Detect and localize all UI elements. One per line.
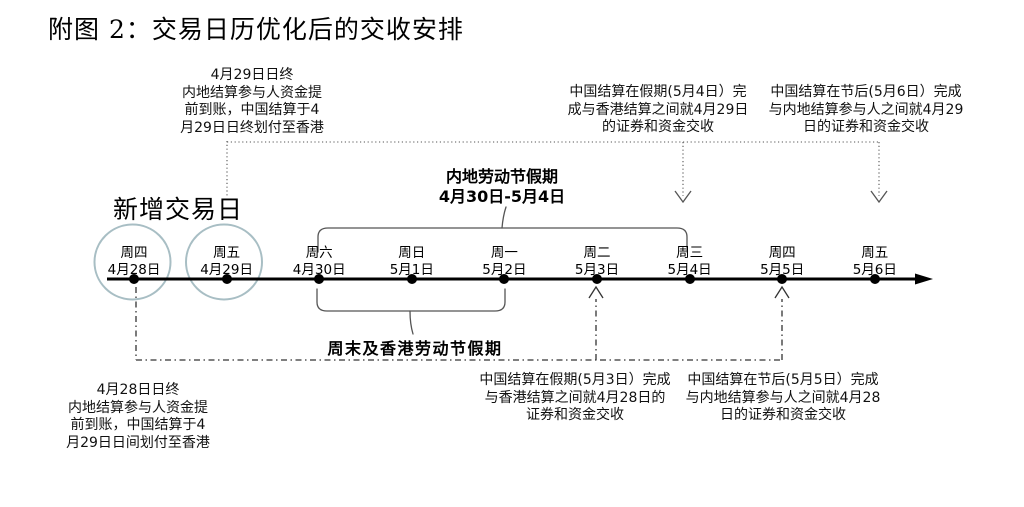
tick-dot-8 xyxy=(869,274,880,284)
tick-label-1: 周五 4月29日 xyxy=(200,245,253,278)
bracket-weekend-holiday xyxy=(316,288,506,312)
tick-dot-0 xyxy=(129,274,139,284)
tick-dot-7 xyxy=(777,274,788,284)
tick-label-5: 周二 5月3日 xyxy=(574,245,620,278)
dashdot-connectors xyxy=(135,287,783,361)
new-trading-day-label: 新增交易日 xyxy=(113,195,244,224)
highlight-circle-apr28 xyxy=(93,223,172,301)
annotation-apr28-endofday: 4月28日日终 内地结算参与人资金提 前到账，中国结算于4 月29日日间划付至香… xyxy=(66,382,210,451)
up-arrowheads xyxy=(588,285,790,299)
annotation-apr29-endofday: 4月29日日终 内地结算参与人资金提 前到账，中国结算于4 月29日日终划付至香… xyxy=(180,67,324,136)
tick-dot-1 xyxy=(221,274,232,284)
tick-dot-4 xyxy=(499,274,510,284)
tick-dot-3 xyxy=(406,274,417,284)
bracket-mainland-tick xyxy=(501,206,507,229)
arrowhead-down-may6 xyxy=(870,190,888,204)
weekend-hk-holiday-label: 周末及香港劳动节假期 xyxy=(327,339,503,358)
mainland-holiday-label: 内地劳动节假期 4月30日-5月4日 xyxy=(438,167,566,206)
tick-label-0: 周四 4月28日 xyxy=(107,245,161,278)
arrowhead-up-may5 xyxy=(774,285,790,299)
tick-dot-6 xyxy=(684,274,695,284)
figure-title: 附图 2：交易日历优化后的交收安排 xyxy=(48,15,464,44)
tick-label-8: 周五 5月6日 xyxy=(852,245,897,278)
annotation-holiday-may4: 中国结算在假期(5月4日）完 成与香港结算之间就4月29日 的证券和资金交收 xyxy=(567,84,749,135)
annotation-after-holiday-may5: 中国结算在节后(5月5日）完成 与内地结算参与人之间就4月28 日的证券和资金交… xyxy=(685,372,881,423)
tick-label-2: 周六 4月30日 xyxy=(292,245,346,278)
bracket-weekend-tick xyxy=(409,310,414,335)
highlight-circle-apr29 xyxy=(185,223,263,301)
tick-label-4: 周一 5月2日 xyxy=(482,245,527,278)
tick-label-6: 周三 5月4日 xyxy=(667,245,712,278)
timeline-arrowhead xyxy=(915,273,933,285)
brackets xyxy=(316,206,688,335)
tick-label-3: 周日 5月1日 xyxy=(389,245,434,278)
tick-dot-5 xyxy=(592,274,602,284)
arrowhead-down-may4 xyxy=(674,190,692,204)
annotation-holiday-may3: 中国结算在假期(5月3日）完成 与香港结算之间就4月28日的 证券和资金交收 xyxy=(479,372,671,423)
tick-dot-2 xyxy=(314,274,325,284)
tick-label-7: 周四 5月5日 xyxy=(760,245,805,278)
dotted-connectors xyxy=(226,141,880,198)
down-arrowheads xyxy=(674,190,888,204)
arrowhead-up-may3 xyxy=(588,285,604,299)
annotation-after-holiday-may6: 中国结算在节后(5月6日）完成 与内地结算参与人之间就4月29 日的证券和资金交… xyxy=(768,84,964,135)
